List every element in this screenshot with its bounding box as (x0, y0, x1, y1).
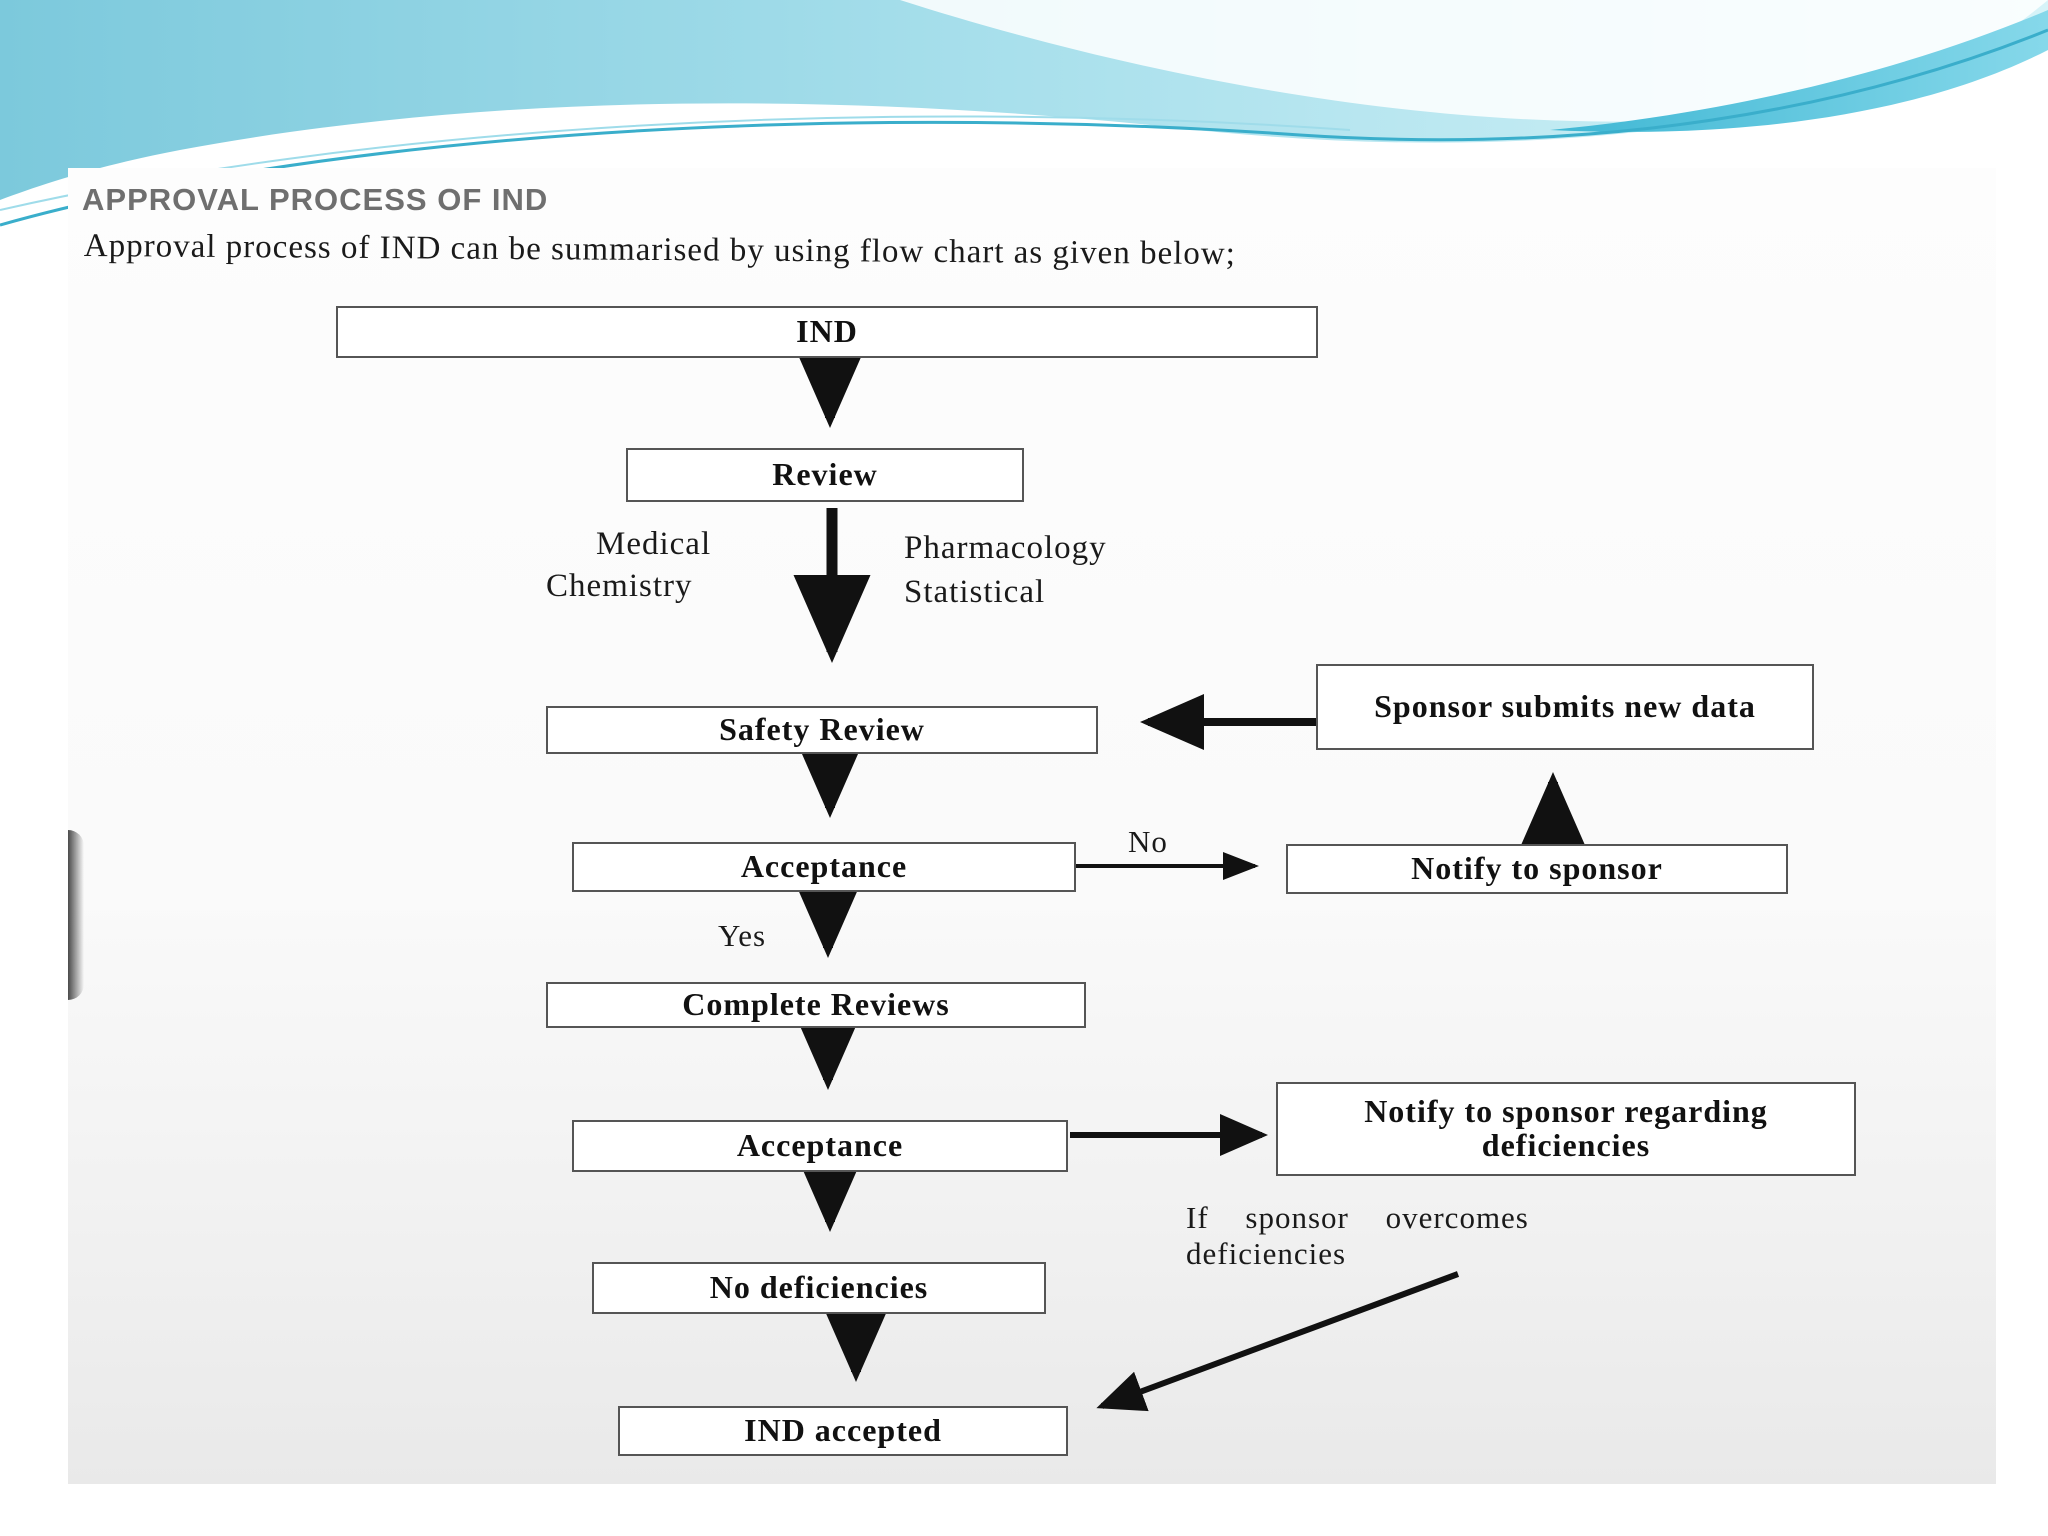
label-chemistry: Chemistry (546, 568, 693, 604)
node-acceptance-1: Acceptance (572, 842, 1076, 892)
node-ind: IND (336, 306, 1318, 358)
node-review: Review (626, 448, 1024, 502)
node-notify-sponsor: Notify to sponsor (1286, 844, 1788, 894)
node-ind-accepted: IND accepted (618, 1406, 1068, 1456)
node-complete-reviews: Complete Reviews (546, 982, 1086, 1028)
label-overcome-line2: deficiencies (1186, 1236, 1347, 1271)
section-heading: APPROVAL PROCESS OF IND (82, 182, 549, 217)
node-sponsor-submits: Sponsor submits new data (1316, 664, 1814, 750)
label-statistical: Statistical (904, 574, 1046, 610)
decorative-wave-banner (0, 0, 2048, 227)
label-yes: Yes (718, 918, 767, 953)
label-medical: Medical (596, 526, 712, 562)
label-no: No (1128, 824, 1168, 859)
node-safety-review: Safety Review (546, 706, 1098, 754)
label-pharmacology: Pharmacology (904, 530, 1107, 566)
label-overcome-line1: If sponsor overcomes (1186, 1200, 1529, 1235)
arrow-overcome-to-accepted (1096, 1271, 1460, 1412)
node-acceptance-2: Acceptance (572, 1120, 1068, 1172)
node-notify-deficiencies: Notify to sponsor regarding deficiencies (1276, 1082, 1856, 1176)
node-no-deficiencies: No deficiencies (592, 1262, 1046, 1314)
page-edge-shadow (68, 830, 84, 1000)
